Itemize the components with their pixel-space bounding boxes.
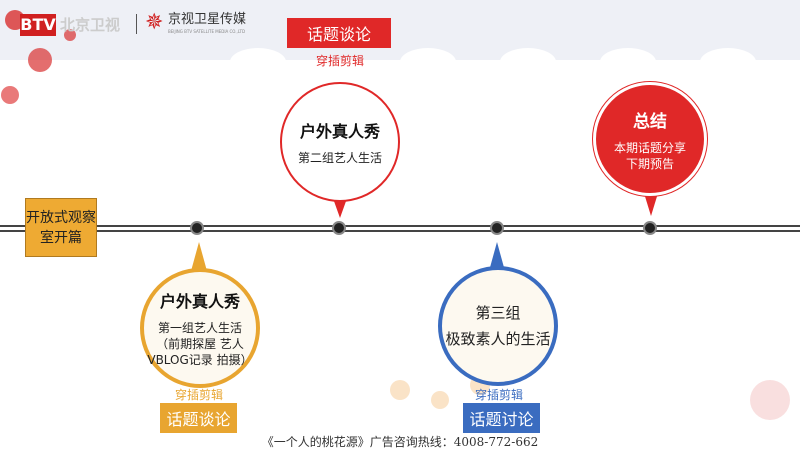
decor — [700, 48, 756, 76]
divider — [136, 14, 137, 34]
node-text: VBLOG记录 拍摄） — [147, 353, 253, 367]
node-circle-2: 户外真人秀 第二组艺人生活 — [280, 82, 400, 202]
node-text: 第一组艺人生活 — [157, 321, 242, 335]
node-text: 第三组 — [475, 304, 521, 322]
star-logo-icon: ✵ — [145, 10, 164, 35]
node-circle-3: 第三组 极致素人的生活 — [438, 266, 558, 386]
btv-logo: BTV — [20, 14, 56, 36]
timeline-dot — [332, 221, 346, 235]
timeline-dot — [190, 221, 204, 235]
header-band — [0, 0, 800, 60]
node-title: 户外真人秀 — [159, 292, 240, 311]
node-tag: 穿插剪辑 — [315, 54, 364, 68]
node-text: 下期预告 — [625, 156, 674, 171]
node-text: 第二组艺人生活 — [297, 151, 382, 165]
channel-logo: 北京卫视 — [60, 16, 121, 34]
decor — [500, 48, 556, 76]
node-text: （前期探屋 艺人 — [156, 337, 244, 351]
company-name: 京视卫星传媒 — [168, 12, 247, 27]
topic-box: 话题谈论 — [287, 18, 391, 48]
company-name-en: BEIJING BTV SATELLITE MEDIA CO.,LTD — [168, 29, 246, 34]
node-circle-1: 户外真人秀 第一组艺人生活 （前期探屋 艺人 VBLOG记录 拍摄） — [140, 268, 260, 388]
node-title: 总结 — [633, 111, 667, 132]
timeline-dot — [643, 221, 657, 235]
node-tag: 穿插剪辑 — [474, 388, 523, 402]
topic-box: 话题讨论 — [463, 403, 540, 433]
footer-hotline: 《一个人的桃花源》广告咨询热线：4008-772-662 — [261, 435, 539, 449]
timeline-dot — [490, 221, 504, 235]
node-title: 户外真人秀 — [299, 122, 380, 141]
node-tag: 穿插剪辑 — [174, 388, 223, 402]
flower-decoration — [750, 380, 790, 420]
timeline-line — [0, 225, 800, 227]
node-text: 极致素人的生活 — [445, 330, 551, 348]
decor — [600, 48, 656, 76]
node-text: 本期话题分享 — [613, 140, 686, 155]
topic-box: 话题谈论 — [160, 403, 237, 433]
start-box: 开放式观察室开篇 — [25, 198, 97, 257]
decor — [400, 48, 456, 76]
timeline-line — [0, 230, 800, 232]
node-circle-4: 总结 本期话题分享 下期预告 — [593, 82, 707, 196]
decor — [230, 48, 286, 76]
